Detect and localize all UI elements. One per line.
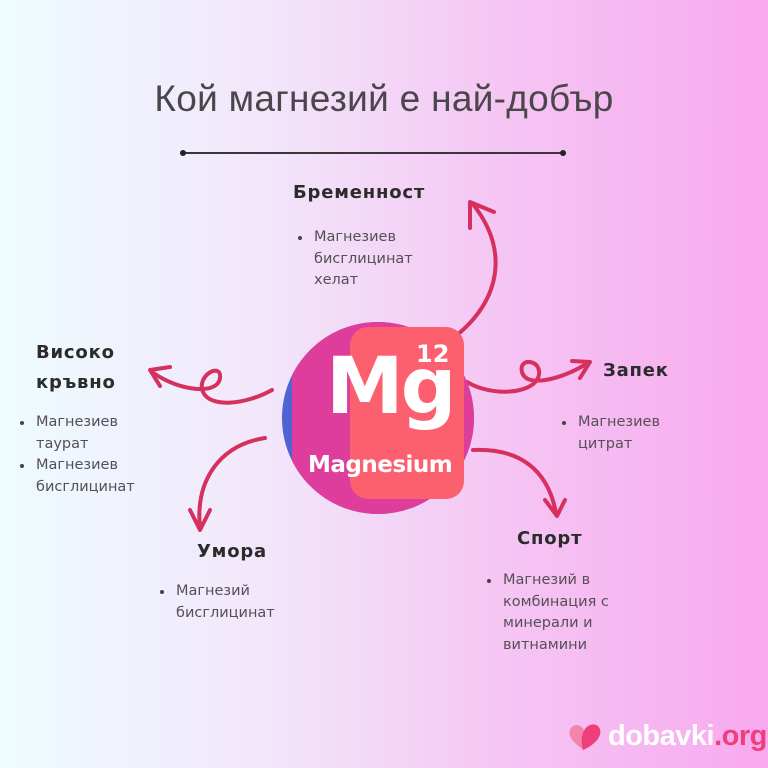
list-item: Магнезиев бисглицинат хелат [292, 227, 442, 292]
dobavki-logo[interactable]: dobavki.org [568, 720, 767, 753]
list-constipation: Магнезиев цитрат [556, 412, 706, 455]
heading-fatigue: Умора [197, 541, 267, 562]
heading-constipation: Запек [603, 360, 669, 381]
list-item: Магнезий бисглицинат [154, 581, 304, 624]
arrow-right-loop-icon [465, 360, 590, 394]
list-high-blood-pressure: Магнезиев таурат Магнезиев бисглицинат [14, 412, 174, 498]
arrow-down-left-icon [197, 436, 267, 530]
list-sport: Магнезий в комбинация с минерали и витна… [481, 570, 641, 656]
logo-text: dobavki.org [608, 720, 767, 752]
list-pregnancy: Магнезиев бисглицинат хелат [292, 227, 442, 292]
list-item: Магнезиев цитрат [556, 412, 706, 455]
heading-pregnancy: Бременност [293, 182, 426, 203]
heart-icon [569, 723, 601, 750]
atomic-number: 12 [416, 340, 450, 368]
element-symbol: Mg [326, 342, 456, 432]
list-item: Магнезиев бисглицинат [14, 455, 174, 498]
heading-sport: Спорт [517, 528, 583, 549]
element-name: Magnesium [308, 452, 453, 478]
list-fatigue: Магнезий бисглицинат [154, 581, 304, 624]
arrow-down-right-icon [471, 447, 558, 515]
heading-high-blood-pressure: Високо кръвно [36, 342, 116, 393]
page-title: Кой магнезий е най-добър [154, 78, 614, 119]
list-item: Магнезиев таурат [14, 412, 174, 455]
arrow-left-loop-icon [150, 368, 274, 405]
arrow-up-icon [455, 201, 498, 337]
title-divider [180, 150, 566, 156]
list-item: Магнезий в комбинация с минерали и витна… [481, 570, 641, 656]
